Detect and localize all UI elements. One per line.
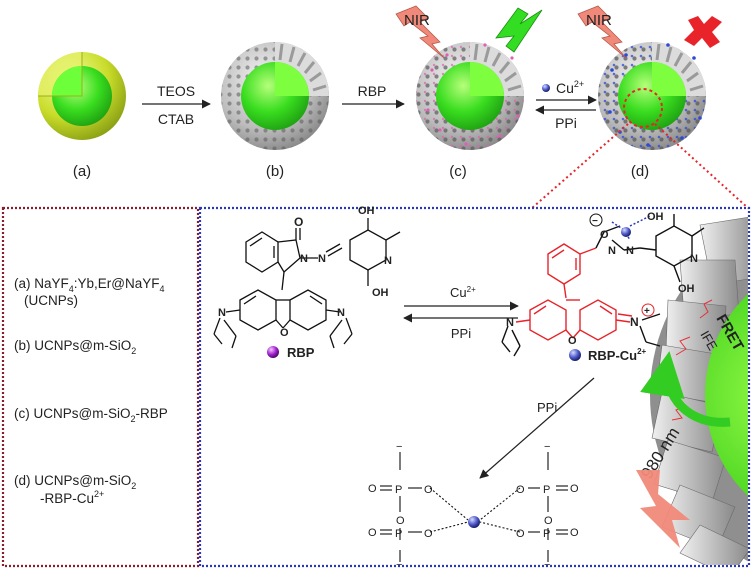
emission-bolt (495, 7, 543, 53)
svg-text:O: O (570, 483, 579, 495)
rbp-atom-labels: O N N O OH N OH N N RBP (218, 205, 392, 360)
svg-text:N: N (626, 245, 634, 257)
nir-bolt-c: NIR (395, 5, 445, 59)
svg-text:P: P (543, 484, 550, 496)
svg-text:−: − (592, 216, 598, 227)
equilibrium-arrows: Cu2+ PPi (403, 285, 519, 341)
rbp-ball-icon (267, 346, 279, 358)
svg-text:O: O (568, 335, 577, 347)
svg-text:(a) NaYF4:Yb,Er@NaYF4: (a) NaYF4:Yb,Er@NaYF4 (14, 276, 165, 294)
zoom-line-right (654, 123, 749, 209)
svg-text:TEOS: TEOS (157, 83, 195, 99)
legend-box (1, 206, 200, 568)
svg-text:PPi: PPi (451, 326, 471, 341)
svg-text:−: − (396, 559, 402, 570)
svg-text:Cu2+: Cu2+ (450, 285, 476, 300)
svg-text:(b) UCNPs@m-SiO2: (b) UCNPs@m-SiO2 (14, 338, 136, 356)
rbpcu-atom-labels: − O OH N N N OH O N N + RBP-Cu2+ (506, 211, 698, 363)
svg-text:OH: OH (647, 211, 664, 223)
rbp-label: RBP (287, 345, 315, 360)
step-label-b: (b) (266, 163, 284, 180)
cu-center-icon (468, 516, 480, 528)
zoom-line-left (531, 123, 629, 209)
svg-text:O: O (368, 527, 377, 539)
svg-text:N: N (384, 255, 392, 267)
cu-ppi-complex: − O P O O O P O − − O P O O O P O − (368, 441, 579, 570)
rbp-structure (213, 218, 401, 349)
svg-text:O: O (368, 483, 377, 495)
svg-text:O: O (544, 515, 553, 527)
svg-text:P: P (395, 484, 402, 496)
svg-text:P: P (543, 528, 550, 540)
svg-text:(d) UCNPs@m-SiO2: (d) UCNPs@m-SiO2 (14, 473, 136, 491)
arrow-a-to-b: TEOS CTAB (142, 83, 211, 127)
svg-text:N: N (506, 317, 514, 329)
arrow-c-d-equilibrium: Cu2+ PPi (535, 79, 597, 131)
svg-text:O: O (516, 484, 525, 496)
step-label-c: (c) (449, 163, 467, 180)
rbpcu-ball-icon (569, 349, 581, 361)
svg-text:−: − (396, 441, 402, 453)
svg-text:Cu2+: Cu2+ (556, 79, 584, 96)
nir-bolt-d: NIR (577, 5, 627, 59)
svg-text:O: O (396, 515, 405, 527)
particle-a (38, 52, 126, 140)
cu-ion-icon (542, 84, 550, 92)
step-label-a: (a) (73, 163, 91, 180)
svg-text:O: O (516, 528, 525, 540)
svg-text:OH: OH (358, 205, 375, 217)
svg-text:PPi: PPi (537, 400, 557, 415)
svg-text:N: N (300, 253, 308, 265)
blocked-cross-icon (684, 16, 722, 48)
svg-text:N: N (337, 307, 345, 319)
scheme-box (198, 206, 751, 568)
step-label-d: (d) (631, 163, 649, 180)
svg-text:O: O (424, 484, 433, 496)
particle-b (221, 42, 329, 150)
svg-text:N: N (218, 307, 226, 319)
particle-d (598, 42, 706, 150)
ppi-arrow: PPi (479, 377, 595, 479)
svg-text:O: O (294, 215, 303, 229)
svg-text:O: O (600, 229, 609, 241)
arrow-b-to-c: RBP (342, 83, 405, 109)
nir-label-c: NIR (404, 12, 430, 29)
svg-text:OH: OH (372, 287, 389, 299)
legend: (a) NaYF4:Yb,Er@NaYF4 (UCNPs) (b) UCNPs@… (14, 276, 168, 506)
svg-text:-RBP-Cu2+: -RBP-Cu2+ (40, 489, 104, 506)
svg-text:O: O (570, 527, 579, 539)
nir-label-d: NIR (586, 12, 612, 29)
svg-text:RBP: RBP (358, 83, 387, 99)
svg-text:N: N (318, 253, 326, 265)
svg-text:N: N (630, 315, 639, 329)
svg-text:−: − (544, 559, 550, 570)
svg-text:O: O (424, 528, 433, 540)
svg-text:(c) UCNPs@m-SiO2-RBP: (c) UCNPs@m-SiO2-RBP (14, 406, 168, 424)
svg-text:CTAB: CTAB (158, 111, 194, 127)
svg-text:−: − (544, 441, 550, 453)
rbpcu-structure (501, 214, 705, 357)
svg-text:(UCNPs): (UCNPs) (24, 293, 78, 308)
rbpcu-label: RBP-Cu2+ (588, 347, 647, 363)
svg-text:N: N (690, 253, 698, 265)
svg-text:P: P (395, 528, 402, 540)
nir-bolt-zoom (636, 470, 690, 548)
svg-text:PPi: PPi (555, 115, 577, 131)
svg-text:+: + (644, 306, 650, 317)
svg-text:N: N (608, 245, 616, 257)
zoom-circle (623, 88, 663, 128)
svg-text:OH: OH (678, 283, 695, 295)
cu-ion-bound-icon (621, 227, 631, 237)
particle-c (416, 42, 524, 150)
svg-text:O: O (280, 327, 289, 339)
